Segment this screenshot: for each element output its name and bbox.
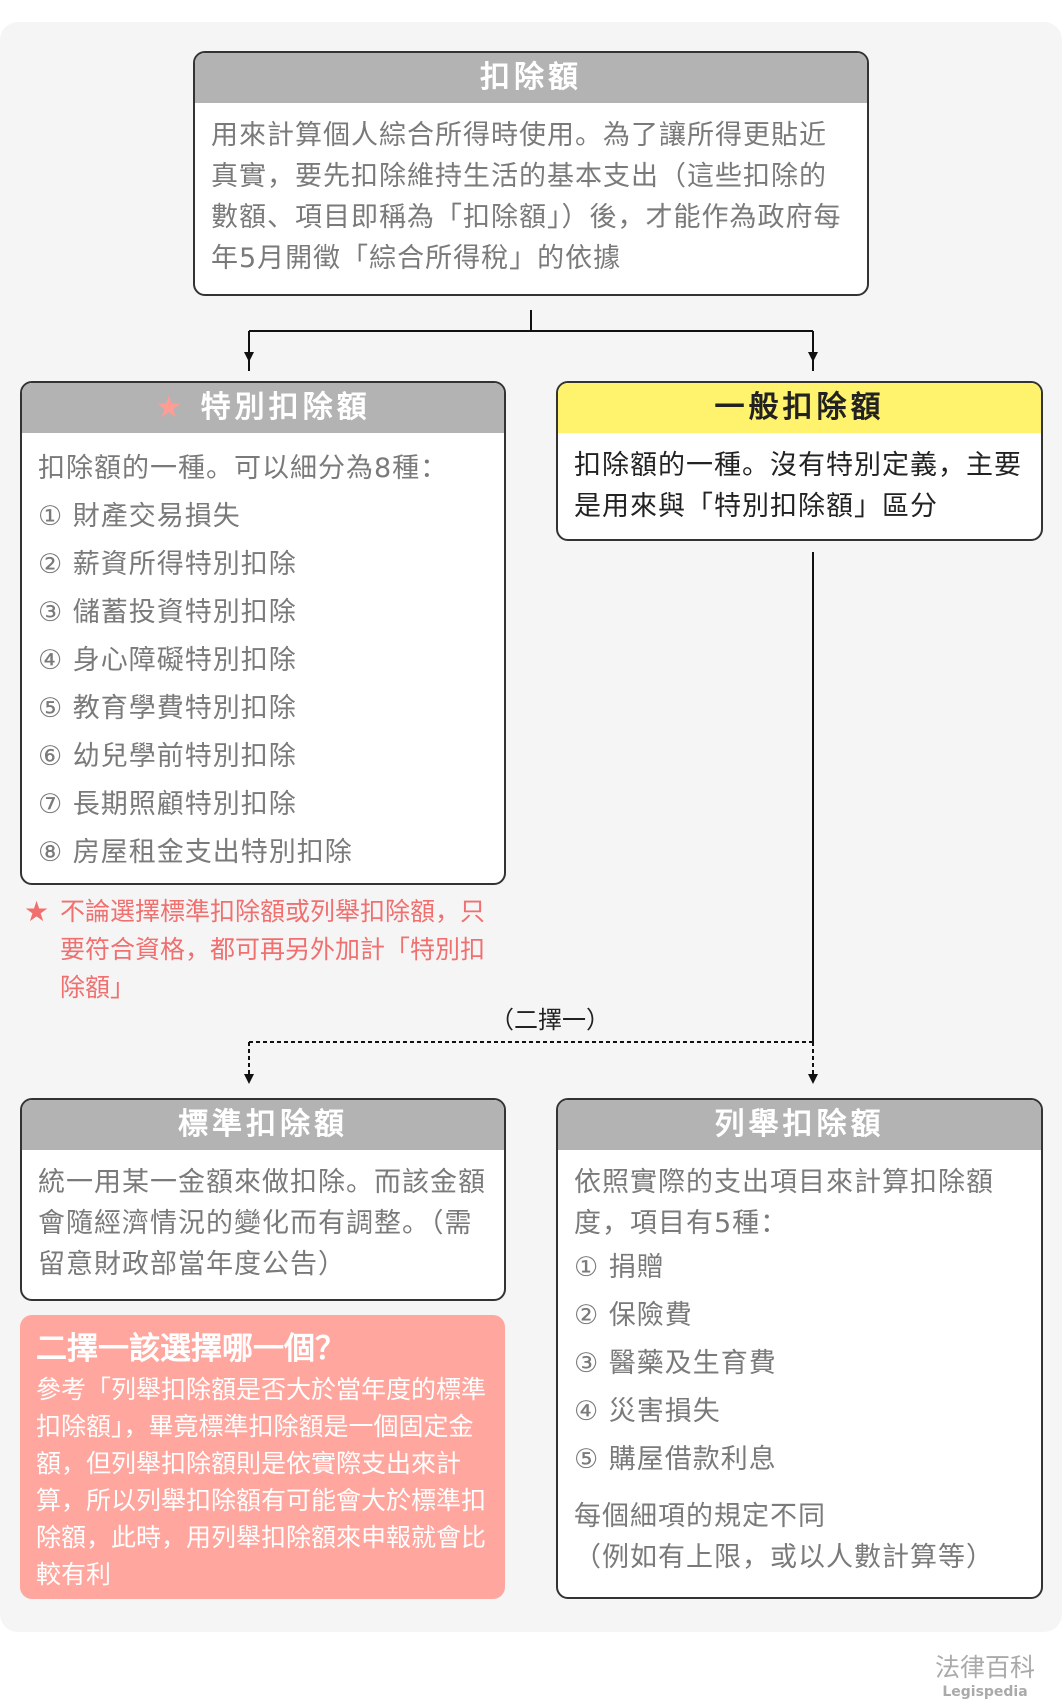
itemized-deduction-box: 列舉扣除額 依照實際的支出項目來計算扣除額度，項目有5種： ① 捐贈 ② 保險費… bbox=[556, 1098, 1043, 1599]
logo-name: 法律百科 bbox=[935, 1653, 1036, 1682]
list-item: ④ 身心障礙特別扣除 bbox=[38, 645, 297, 676]
tip-body: 參考「列舉扣除額是否大於當年度的標準扣除額」，畢竟標準扣除額是一個固定金額，但列… bbox=[36, 1375, 487, 1589]
special-title: 特別扣除額 bbox=[200, 390, 371, 425]
choose-one-label: （二擇一） bbox=[490, 1006, 610, 1034]
legispedia-logo: 法律百科 Legispedia bbox=[935, 1648, 1035, 1700]
list-item: ② 保險費 bbox=[574, 1300, 693, 1331]
itemized-footer-note: （例如有上限，或以人數計算等） bbox=[574, 1542, 994, 1573]
deduction-body: 用來計算個人綜合所得時使用。為了讓所得更貼近真實，要先扣除維持生活的基本支出（這… bbox=[211, 120, 842, 274]
itemized-title: 列舉扣除額 bbox=[558, 1100, 1041, 1150]
itemized-intro: 依照實際的支出項目來計算扣除額度，項目有5種： bbox=[574, 1167, 994, 1239]
star-icon: ★ bbox=[24, 895, 50, 928]
list-item: ③ 儲蓄投資特別扣除 bbox=[38, 597, 297, 628]
list-item: ⑤ 教育學費特別扣除 bbox=[38, 693, 297, 724]
tip-title: 二擇一該選擇哪一個？ bbox=[36, 1331, 346, 1367]
list-item: ④ 災害損失 bbox=[574, 1396, 721, 1427]
connector-choose bbox=[248, 1041, 814, 1078]
special-deduction-box: ★ 特別扣除額 扣除額的一種。可以細分為8種： ① 財產交易損失 ② 薪資所得特… bbox=[20, 381, 506, 885]
list-item: ⑤ 購屋借款利息 bbox=[574, 1444, 777, 1475]
logo-sub: Legispedia bbox=[942, 1684, 1028, 1700]
list-item: ③ 醫藥及生育費 bbox=[574, 1348, 777, 1379]
deduction-box: 扣除額 用來計算個人綜合所得時使用。為了讓所得更貼近真實，要先扣除維持生活的基本… bbox=[193, 51, 869, 296]
standard-title: 標準扣除額 bbox=[22, 1100, 504, 1150]
note-text: 不論選擇標準扣除額或列舉扣除額，只要符合資格，都可再另外加計「特別扣除額」 bbox=[60, 897, 486, 1002]
standard-body: 統一用某一金額來做扣除。而該金額會隨經濟情況的變化而有調整。（需留意財政部當年度… bbox=[38, 1167, 486, 1280]
star-icon: ★ bbox=[155, 390, 187, 425]
list-item: ② 薪資所得特別扣除 bbox=[38, 549, 297, 580]
list-item: ⑥ 幼兒學前特別扣除 bbox=[38, 741, 297, 772]
list-item: ① 捐贈 bbox=[574, 1252, 665, 1283]
list-item: ① 財產交易損失 bbox=[38, 501, 241, 532]
special-note: ★ 不論選擇標準扣除額或列舉扣除額，只要符合資格，都可再另外加計「特別扣除額」 bbox=[24, 893, 504, 1007]
general-deduction-box: 一般扣除額 扣除額的一種。沒有特別定義，主要是用來與「特別扣除額」區分 bbox=[556, 381, 1043, 541]
general-title: 一般扣除額 bbox=[558, 383, 1041, 433]
connector-top bbox=[248, 310, 814, 371]
list-item: ⑦ 長期照顧特別扣除 bbox=[38, 789, 297, 820]
special-intro: 扣除額的一種。可以細分為8種： bbox=[38, 453, 449, 484]
list-item: ⑧ 房屋租金支出特別扣除 bbox=[38, 837, 353, 868]
standard-deduction-box: 標準扣除額 統一用某一金額來做扣除。而該金額會隨經濟情況的變化而有調整。（需留意… bbox=[20, 1098, 506, 1301]
itemized-footer: 每個細項的規定不同 bbox=[574, 1501, 826, 1532]
deduction-title: 扣除額 bbox=[195, 53, 867, 103]
general-body: 扣除額的一種。沒有特別定義，主要是用來與「特別扣除額」區分 bbox=[574, 450, 1022, 522]
tip-box: 二擇一該選擇哪一個？ 參考「列舉扣除額是否大於當年度的標準扣除額」，畢竟標準扣除… bbox=[20, 1315, 505, 1599]
